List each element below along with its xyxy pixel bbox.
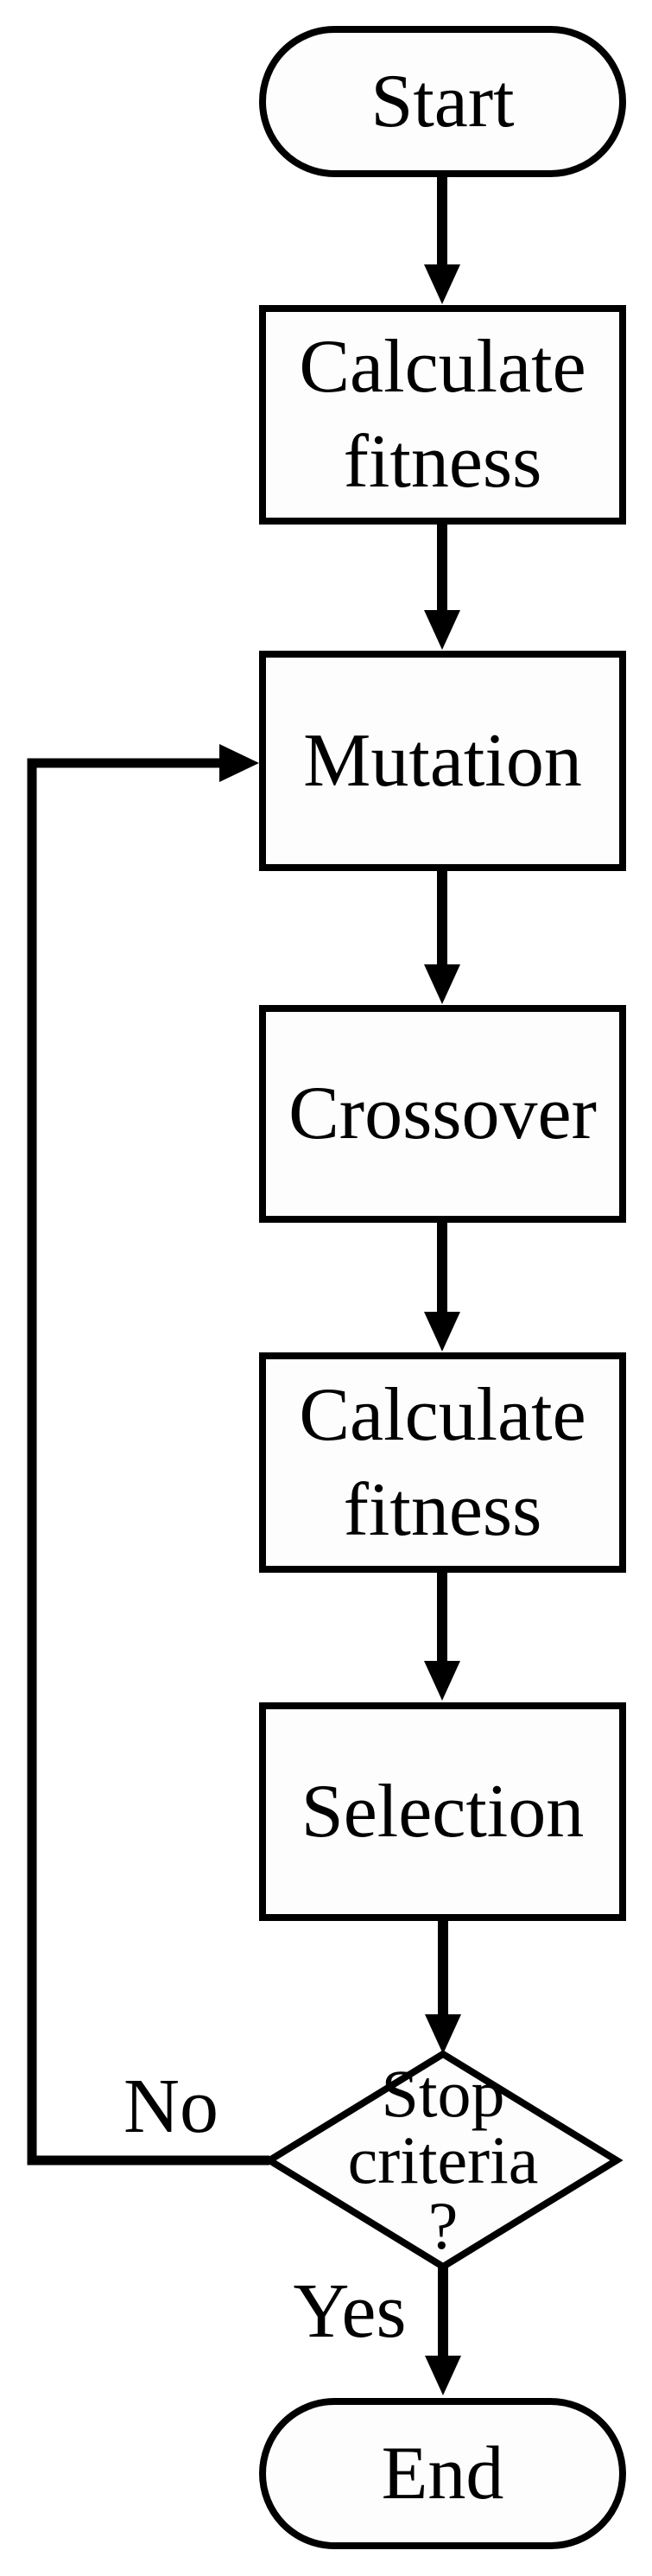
node-calculate-fitness-2-line-2: fitness	[343, 1467, 542, 1552]
arrowhead-mutation	[424, 610, 460, 650]
node-stop-criteria-line-1: Stop	[381, 2056, 505, 2132]
node-start: Start	[259, 26, 626, 177]
node-selection: Selection	[259, 1702, 626, 1921]
node-start-label: Start	[370, 59, 515, 143]
edge-label-yes: Yes	[293, 2268, 407, 2354]
node-end: End	[259, 2398, 626, 2549]
node-end-label: End	[381, 2431, 504, 2516]
node-crossover-label: Crossover	[288, 1072, 597, 1155]
arrowhead-selection	[424, 1661, 460, 1701]
node-calculate-fitness-2-line-1: Calculate	[299, 1372, 586, 1457]
edge-label-no: No	[123, 2063, 218, 2149]
node-calculate-fitness-1-line-2: fitness	[343, 420, 542, 504]
node-selection-label: Selection	[301, 1769, 585, 1854]
arrowhead-crossover	[424, 964, 460, 1004]
node-stop-criteria-line-3: ?	[427, 2188, 459, 2264]
node-calculate-fitness-1-line-1: Calculate	[299, 325, 586, 409]
node-calculate-fitness-2: Calculate fitness	[259, 1352, 626, 1573]
arrowhead-mutation-loop	[219, 744, 259, 782]
arrowhead-decision	[425, 2014, 461, 2054]
arrowhead-calculate-fitness-2	[424, 1312, 460, 1352]
node-calculate-fitness-1: Calculate fitness	[259, 305, 626, 525]
arrowhead-calculate-fitness-1	[424, 264, 460, 304]
edge-decision-to-mutation-loop-no	[27, 758, 269, 2166]
arrowhead-end	[425, 2356, 461, 2395]
node-crossover: Crossover	[259, 1005, 626, 1223]
node-mutation-label: Mutation	[303, 718, 582, 803]
node-mutation: Mutation	[259, 651, 626, 871]
node-stop-criteria-line-2: criteria	[347, 2121, 539, 2198]
node-stop-criteria: Stop criteria ?	[269, 2054, 617, 2267]
